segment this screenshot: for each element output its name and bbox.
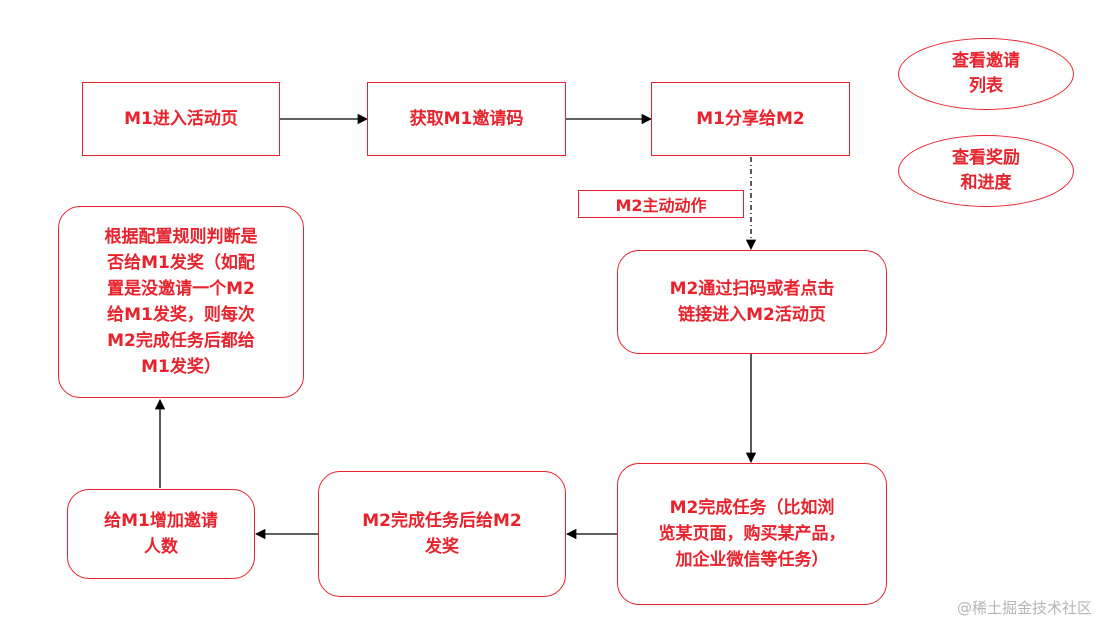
node-rule-check: 根据配置规则判断是 否给M1发奖（如配 置是没邀请一个M2 给M1发奖，则每次 … [58,206,304,398]
edge-label-m2-action: M2主动动作 [578,190,744,218]
node-get-invite-code: 获取M1邀请码 [367,82,566,156]
node-m1-add-invite-count: 给M1增加邀请 人数 [67,489,255,579]
node-m2-visit-activity: M2通过扫码或者点击 链接进入M2活动页 [617,250,887,354]
node-m2-reward: M2完成任务后给M2 发奖 [318,471,566,597]
node-view-invite-list: 查看邀请 列表 [898,38,1074,110]
watermark-text: @稀土掘金技术社区 [956,599,1092,617]
node-m1-share-to-m2: M1分享给M2 [651,82,850,156]
node-m2-complete-task: M2完成任务（比如浏 览某页面，购买某产品， 加企业微信等任务） [617,463,887,605]
node-view-rewards-progress: 查看奖励 和进度 [898,135,1074,207]
node-m1-enter-activity: M1进入活动页 [82,82,280,156]
